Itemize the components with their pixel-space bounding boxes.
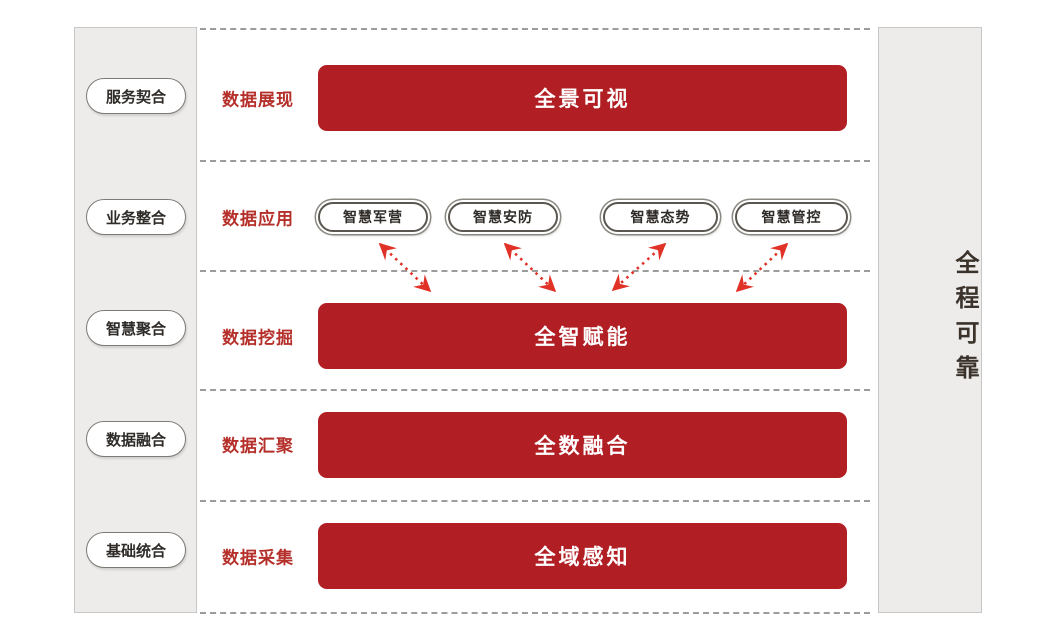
row-label-data-presentation: 数据展现 — [222, 90, 294, 110]
arrow-pill1-to-bar — [378, 242, 432, 293]
arrow-pill2-to-bar — [503, 242, 557, 293]
row-label-data-convergence: 数据汇聚 — [222, 436, 294, 456]
bar-full-data-fusion: 全数融合 — [318, 412, 847, 478]
category-pill-smart-aggregation: 智慧聚合 — [86, 310, 186, 346]
arrow-pill4-to-bar — [735, 242, 789, 293]
category-pill-basic-unification: 基础统合 — [86, 532, 186, 568]
row-label-data-collection: 数据采集 — [222, 548, 294, 568]
vertical-caption-full-reliability: 全程可靠 — [878, 250, 982, 390]
divider-row-2 — [200, 270, 870, 272]
arrow-pill3-to-bar — [611, 242, 667, 292]
bar-full-domain-sensing: 全域感知 — [318, 523, 847, 589]
bar-panoramic-visibility: 全景可视 — [318, 65, 847, 131]
app-pill-smart-situation: 智慧态势 — [603, 202, 718, 232]
divider-row-4 — [200, 500, 870, 502]
app-pill-smart-barracks: 智慧军营 — [318, 202, 428, 232]
app-pill-smart-management: 智慧管控 — [735, 202, 848, 232]
category-pill-business-integration: 业务整合 — [86, 199, 186, 235]
app-pill-smart-security: 智慧安防 — [448, 202, 558, 232]
bar-full-intelligence: 全智赋能 — [318, 303, 847, 369]
divider-row-1 — [200, 160, 870, 162]
right-assurance-panel — [878, 27, 982, 613]
category-pill-data-fusion: 数据融合 — [86, 421, 186, 457]
divider-row-3 — [200, 389, 870, 391]
divider-top — [200, 28, 870, 30]
divider-bottom — [200, 612, 870, 614]
category-pill-service-fit: 服务契合 — [86, 78, 186, 114]
row-label-data-application: 数据应用 — [222, 209, 294, 229]
vertical-caption-text: 全程可靠 — [951, 250, 978, 390]
row-label-data-mining: 数据挖掘 — [222, 328, 294, 348]
